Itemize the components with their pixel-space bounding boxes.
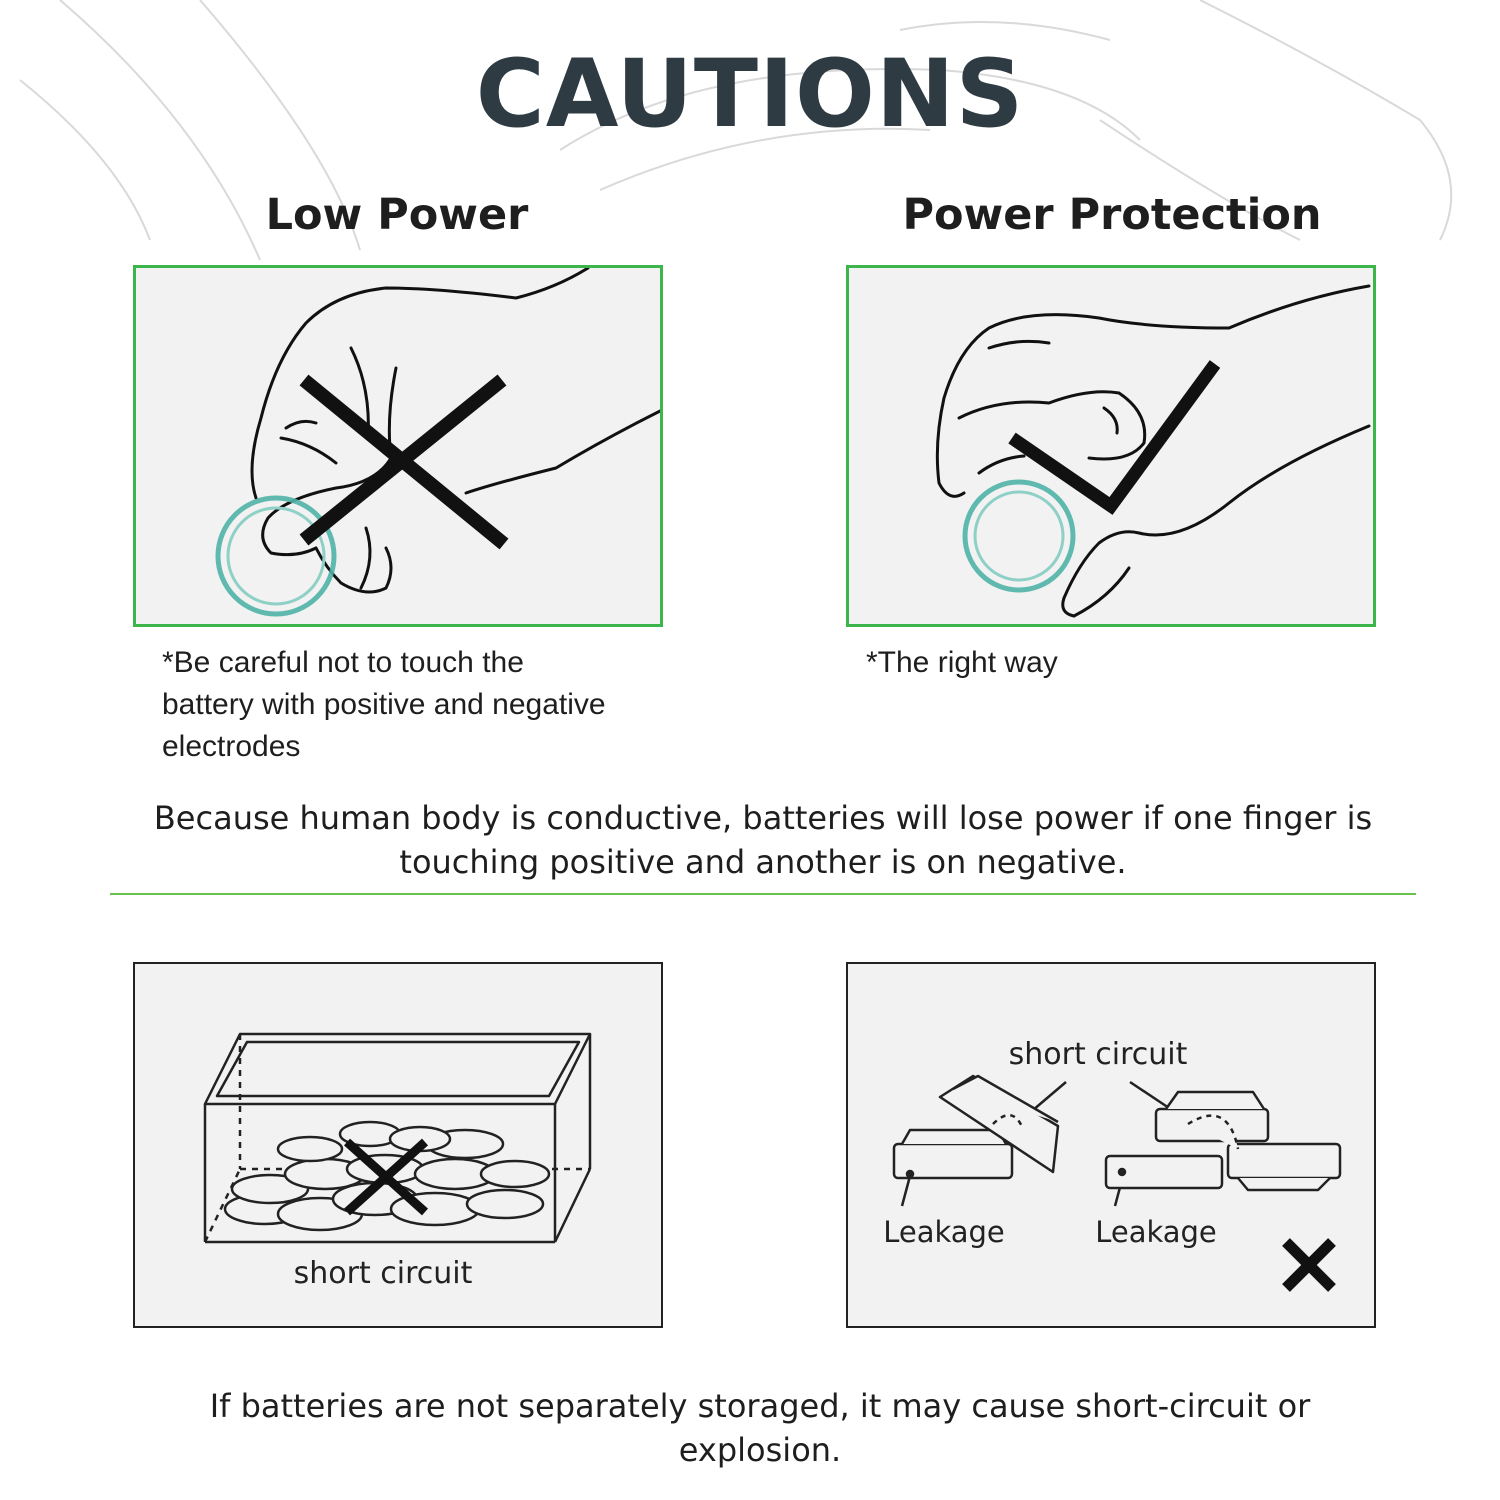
cross-icon — [343, 1138, 429, 1216]
cross-icon — [299, 374, 509, 550]
stack-short-circuit-label: short circuit — [1009, 1037, 1188, 1072]
cross-icon — [1282, 1238, 1336, 1292]
battery-stack-left — [892, 1074, 1060, 1180]
low-power-note: *Be careful not to touch the battery wit… — [162, 646, 606, 763]
leakage-right-label: Leakage — [1095, 1215, 1217, 1249]
stacked-batteries-illustration: short circuit Leakage Leakage — [846, 962, 1376, 1328]
conductive-explanation: Because human body is conductive, batter… — [153, 799, 1373, 881]
loose-batteries-illustration: short circuit — [133, 962, 663, 1328]
low-power-heading: Low Power — [265, 190, 529, 240]
battery-coin — [215, 495, 337, 617]
page-title: CAUTIONS — [475, 40, 1025, 149]
low-power-illustration — [133, 265, 663, 627]
section-divider — [110, 893, 1416, 895]
box-short-circuit-label: short circuit — [294, 1256, 473, 1291]
hand-drawing — [250, 268, 660, 594]
leakage-left-label: Leakage — [883, 1215, 1005, 1249]
battery-coin — [962, 479, 1076, 593]
right-way-note: *The right way — [866, 646, 1058, 679]
check-icon — [1008, 360, 1221, 515]
power-protection-heading: Power Protection — [902, 190, 1322, 240]
hand-drawing — [935, 284, 1371, 618]
storage-warning: If batteries are not separately storaged… — [209, 1387, 1311, 1469]
battery-stack-right — [1104, 1090, 1342, 1192]
power-protection-illustration — [846, 265, 1376, 627]
